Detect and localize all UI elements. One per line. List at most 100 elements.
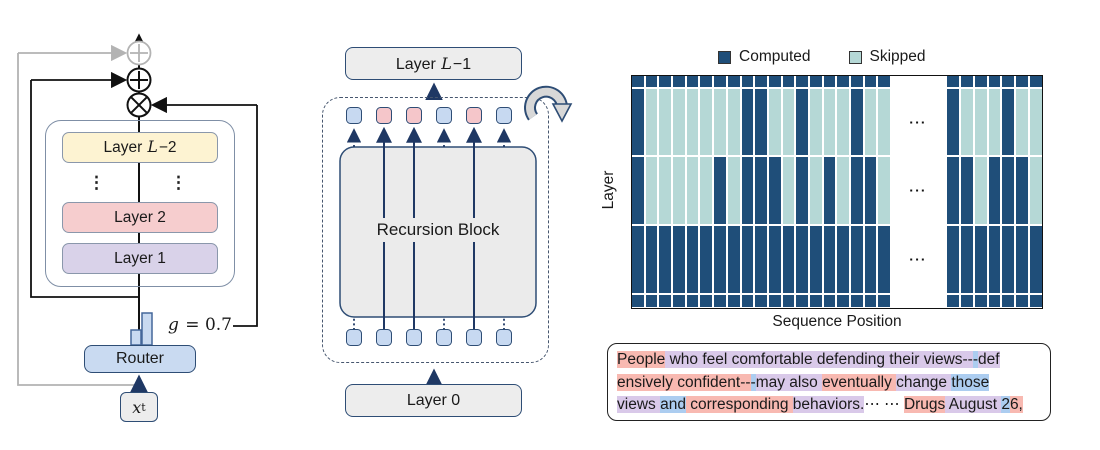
token-text-sample: People who feel comfortable defending th… <box>607 343 1051 421</box>
heatmap-row <box>632 295 1043 307</box>
token-blue <box>436 107 452 124</box>
token-highlight-blue: - <box>750 373 756 391</box>
heatmap-section <box>947 89 1043 155</box>
cell-computed <box>714 157 726 224</box>
legend-computed-swatch <box>718 51 731 64</box>
cell-computed <box>755 226 767 293</box>
cell-computed <box>947 295 959 307</box>
cell-skipped <box>686 89 699 155</box>
router-prob-bar-small <box>130 329 142 346</box>
layer-lm1-box: Layer L−1 <box>345 47 522 80</box>
cell-computed <box>755 157 767 224</box>
token-highlight-salmon: eventually <box>822 373 897 391</box>
routing-heatmap: ▪▪▪▪▪▪▪▪▪ <box>631 75 1043 309</box>
cell-computed <box>851 76 863 87</box>
cell-computed <box>673 295 685 307</box>
cell-computed <box>755 89 767 155</box>
token-blue <box>466 329 482 346</box>
cell-skipped <box>809 89 822 155</box>
cell-computed <box>947 89 959 155</box>
token-highlight-lavender: who feel comfortable defending their vie… <box>665 351 973 368</box>
heatmap-section <box>947 157 1043 224</box>
cell-computed <box>947 157 959 224</box>
cell-skipped <box>659 89 672 155</box>
cell-computed <box>864 157 877 224</box>
cell-computed <box>686 295 699 307</box>
cell-computed <box>768 295 781 307</box>
cell-computed <box>632 226 644 293</box>
cell-skipped <box>974 89 987 155</box>
cell-computed <box>741 226 754 293</box>
token-highlight-lavender: August <box>945 396 1002 413</box>
heatmap-section <box>632 157 891 224</box>
cell-skipped <box>673 89 685 155</box>
cell-computed <box>974 76 987 87</box>
cell-computed <box>1030 226 1043 293</box>
cell-computed <box>1002 89 1015 155</box>
legend-item-computed: Computed <box>718 48 811 66</box>
cell-computed <box>686 76 699 87</box>
cell-skipped <box>659 157 672 224</box>
cell-computed <box>1002 226 1015 293</box>
cell-computed <box>1002 295 1015 307</box>
layer-lm1-label: Layer L−1 <box>395 53 472 73</box>
cell-computed <box>645 226 658 293</box>
cell-computed <box>714 76 726 87</box>
cell-computed <box>864 295 877 307</box>
cell-skipped <box>645 157 658 224</box>
cell-computed <box>974 295 987 307</box>
token-highlight-salmon: ensively confident-- <box>617 373 751 391</box>
shared-layers-box <box>45 120 235 287</box>
cell-computed <box>851 226 863 293</box>
cell-computed <box>837 76 849 87</box>
token-highlight-blue: those <box>951 373 990 391</box>
cell-computed <box>632 89 644 155</box>
token-highlight-lavender: behaviors. <box>792 396 865 413</box>
layer-1-label: Layer 1 <box>114 249 166 267</box>
text-lines: People who feel comfortable defending th… <box>617 349 1041 417</box>
x-axis-label: Sequence Position <box>772 313 902 330</box>
cell-computed <box>809 76 822 87</box>
token-highlight-lavender: change <box>896 373 952 391</box>
cell-computed <box>988 157 1001 224</box>
token-blue <box>376 329 392 346</box>
token-highlight-blue: - <box>972 351 979 368</box>
token-blue <box>346 107 362 124</box>
cell-skipped <box>782 89 795 155</box>
token-highlight-salmon: Drugs <box>903 396 946 413</box>
cell-computed <box>741 295 754 307</box>
cell-computed <box>755 76 767 87</box>
cell-computed <box>878 295 891 307</box>
cell-skipped <box>782 157 795 224</box>
token-blue <box>346 329 362 346</box>
add-circle-gray <box>126 40 152 66</box>
cell-computed <box>988 76 1001 87</box>
cell-skipped <box>768 89 781 155</box>
cell-computed <box>796 295 808 307</box>
cell-skipped <box>864 89 877 155</box>
cell-computed <box>809 295 822 307</box>
cell-skipped <box>1030 157 1043 224</box>
layer-lm2-label: Layer L−2 <box>103 138 177 156</box>
vertical-ellipsis: ⋮ <box>170 173 187 192</box>
cell-computed <box>796 226 808 293</box>
cell-computed <box>823 76 836 87</box>
cell-computed <box>878 226 891 293</box>
cell-computed <box>974 226 987 293</box>
cell-computed <box>632 295 644 307</box>
token-highlight-salmon: 6, <box>1009 396 1023 413</box>
cell-computed <box>988 226 1001 293</box>
token-blue <box>496 107 512 124</box>
token-highlight-blue: and <box>660 396 686 413</box>
cell-computed <box>686 226 699 293</box>
cell-skipped <box>960 89 973 155</box>
cell-computed <box>947 76 959 87</box>
legend-computed-label: Computed <box>739 48 811 65</box>
cell-computed <box>796 89 808 155</box>
token-highlight-none: ⋯ ⋯ <box>864 396 904 413</box>
layer-0-box: Layer 0 <box>345 384 522 417</box>
cell-computed <box>741 89 754 155</box>
cell-computed <box>851 157 863 224</box>
cell-computed <box>1030 295 1043 307</box>
token-pink <box>376 107 392 124</box>
